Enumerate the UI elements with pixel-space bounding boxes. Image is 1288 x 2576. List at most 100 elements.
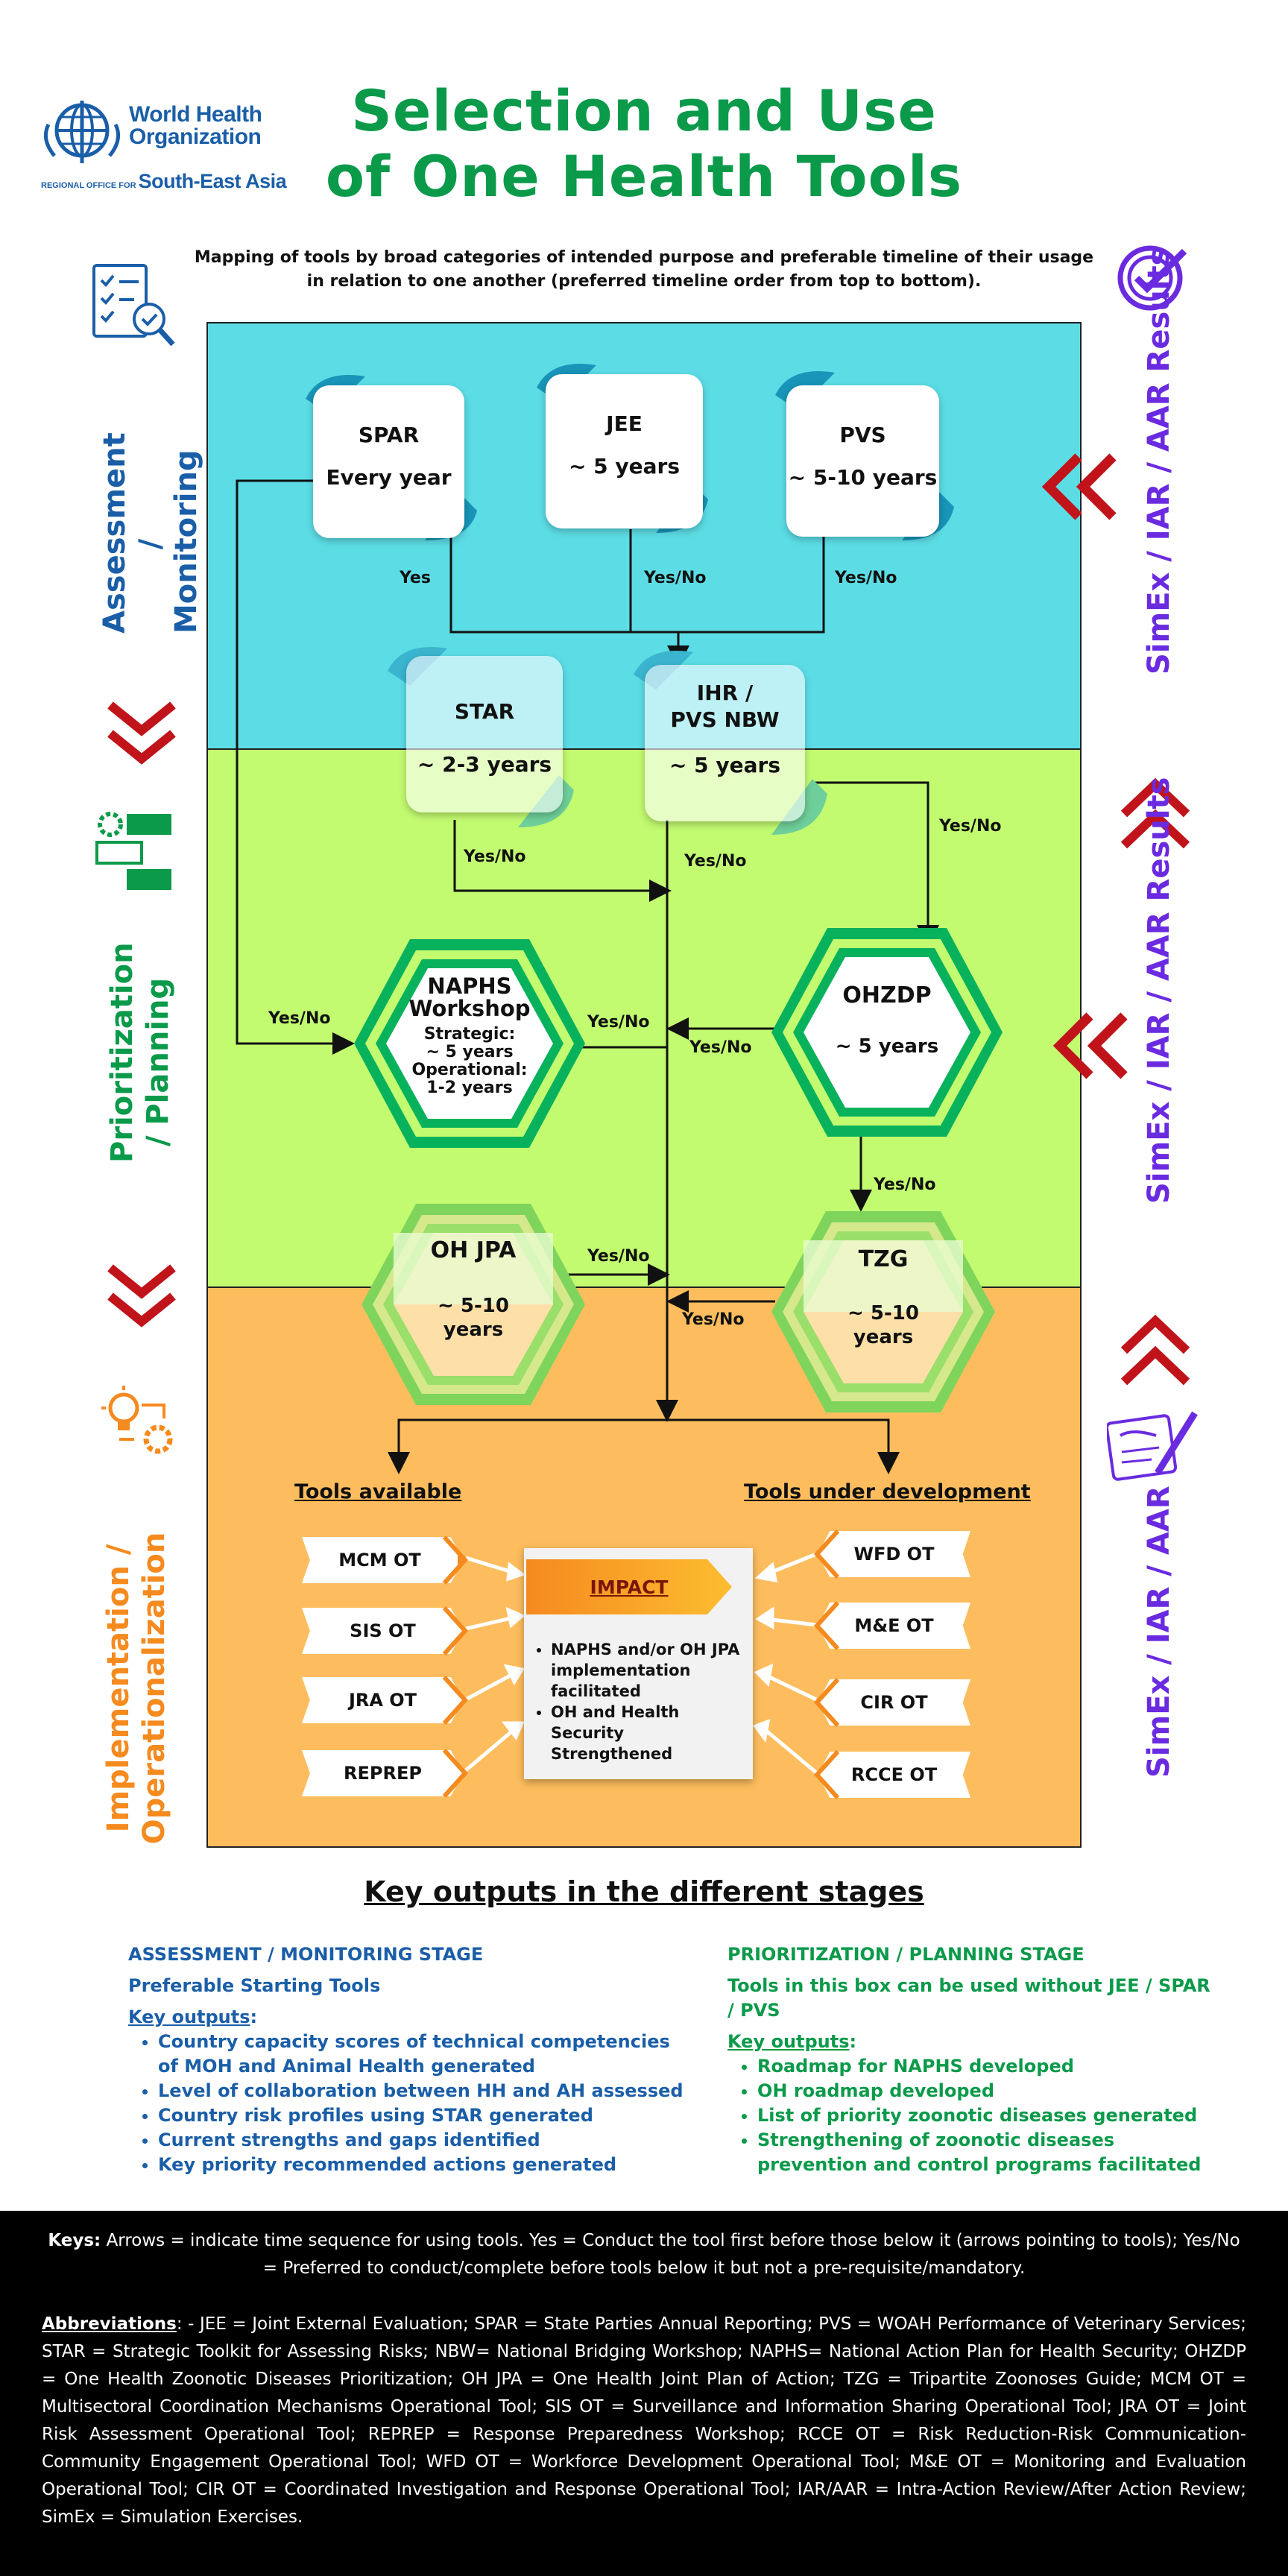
arrow-label-yesno: Yes/No [268, 1009, 331, 1028]
tool-name: JEE [606, 411, 643, 436]
tool-development-cir-ot: CIR OT [818, 1679, 970, 1726]
review-pen-icon [1107, 1411, 1198, 1481]
chevron-left-double-icon [1041, 453, 1117, 520]
tool-development-wfd-ot: WFD OT [818, 1531, 970, 1577]
who-region-big: South-East Asia [138, 170, 287, 192]
who-emblem-icon [43, 101, 121, 163]
impact-item: NAPHS and/or OH JPA implementation facil… [551, 1639, 742, 1702]
key-outputs-assessment: ASSESSMENT / MONITORING STAGE Preferable… [128, 1942, 695, 2177]
stage-name: ASSESSMENT / MONITORING STAGE [128, 1944, 484, 1965]
tool-timeline: ~ 5 years [568, 454, 681, 479]
steps-gears-icon [95, 812, 171, 890]
tool-star: STAR ~ 2-3 years [406, 656, 563, 812]
development-tab-accents [813, 1529, 840, 1800]
tool-available-sis-ot: SIS OT [302, 1608, 464, 1654]
naphs-hexagon [354, 939, 585, 1148]
list-item: Current strengths and gaps identified [158, 2128, 695, 2153]
arrow-label-yesno: Yes/No [644, 569, 707, 587]
impact-list: NAPHS and/or OH JPA implementation facil… [537, 1639, 742, 1764]
title-line2: of One Health Tools [325, 143, 963, 209]
key-outputs-label: Key outputs [128, 2007, 250, 2027]
who-name-line1: World Health [129, 102, 262, 127]
tool-available-mcm-ot: MCM OT [302, 1537, 464, 1583]
tool-timeline: ~ 2-3 years [417, 752, 552, 777]
chevron-up-double-icon [1120, 1314, 1190, 1386]
footer-abbreviations: Abbreviations: - JEE = Joint External Ev… [42, 2311, 1246, 2531]
checklist-icon [92, 264, 175, 347]
arrow-label-yesno: Yes/No [689, 1038, 752, 1057]
key-outputs-list: Roadmap for NAPHS developed OH roadmap d… [727, 2054, 1219, 2177]
tool-ihr-pvs-nbw: IHR /PVS NBW ~ 5 years [645, 665, 805, 821]
arrow-label-yes: Yes [400, 569, 431, 587]
footer-keys-abbreviations: Keys: Arrows = indicate time sequence fo… [0, 2211, 1288, 2576]
impact-item: OH and Health Security Strengthened [551, 1702, 742, 1764]
arrow-label-yesno: Yes/No [835, 569, 897, 587]
tool-tzg: TZG ~ 5-10 years [847, 1246, 919, 1348]
chevron-left-double-icon [1052, 1012, 1128, 1079]
tool-development-me-ot: M&E OT [818, 1603, 970, 1649]
footer-keys: Keys: Arrows = indicate time sequence fo… [42, 2227, 1246, 2282]
list-item: Roadmap for NAPHS developed [757, 2054, 1219, 2079]
stage-sub: Tools in this box can be used without JE… [727, 1975, 1210, 2021]
tool-ohzdp: OHZDP ~ 5 years [835, 982, 939, 1058]
tool-jee: JEE ~ 5 years [546, 374, 703, 528]
tzg-hexagon [771, 1211, 995, 1412]
keys-text: Arrows = indicate time sequence for usin… [106, 2231, 1240, 2278]
tool-spar: SPAR Every year [313, 385, 464, 538]
arrow-label-yesno: Yes/No [684, 852, 747, 871]
key-outputs-list: Country capacity scores of technical com… [128, 2030, 695, 2177]
arrow-label-yesno: Yes/No [587, 1247, 650, 1266]
ohzdp-hexagon [771, 928, 1003, 1137]
list-item: Country capacity scores of technical com… [158, 2030, 695, 2079]
lightbulb-gear-icon [101, 1386, 173, 1454]
list-item: Level of collaboration between HH and AH… [158, 2079, 695, 2103]
tool-timeline: ~ 5-10 years [788, 465, 938, 490]
list-item: Country risk profiles using STAR generat… [158, 2103, 695, 2128]
tool-name: PVS [839, 423, 886, 447]
key-outputs-label: Key outputs [727, 2031, 850, 2052]
arrow-label-yesno: Yes/No [587, 1013, 650, 1032]
tool-pvs: PVS ~ 5-10 years [786, 385, 939, 537]
arrow-label-yesno: Yes/No [874, 1175, 936, 1194]
key-outputs-prioritization: PRIORITIZATION / PLANNING STAGE Tools in… [727, 1942, 1219, 2177]
tool-name: STAR [454, 699, 515, 724]
impact-box: IMPACT NAPHS and/or OH JPA implementatio… [524, 1548, 753, 1779]
tool-timeline: ~ 5 years [669, 753, 781, 777]
list-item: Key priority recommended actions generat… [158, 2153, 695, 2177]
impact-title: IMPACT [590, 1576, 669, 1598]
tool-available-jra-ot: JRA OT [302, 1677, 464, 1723]
tools-available-title: Tools available [294, 1480, 462, 1503]
stage-sub: Preferable Starting Tools [128, 1975, 381, 1996]
arrow-label-yesno: Yes/No [939, 817, 1002, 836]
list-item: OH roadmap developed [757, 2079, 1219, 2103]
tool-naphs: NAPHS Workshop Strategic: ~ 5 years Oper… [408, 973, 531, 1097]
title-line1: Selection and Use [351, 78, 937, 144]
tool-development-rcce-ot: RCCE OT [818, 1752, 970, 1798]
who-name-line2: Organization [129, 124, 262, 149]
arrow-label-yesno: Yes/No [464, 847, 526, 866]
list-item: List of priority zoonotic diseases gener… [757, 2103, 1219, 2128]
abbreviations-text: : - JEE = Joint External Evaluation; SPA… [42, 2314, 1246, 2527]
keys-label: Keys: [48, 2231, 101, 2250]
tool-timeline: Every year [326, 465, 452, 490]
chevron-down-double-icon [107, 701, 176, 765]
available-tab-accents [442, 1535, 469, 1799]
ohjpa-hexagon [362, 1204, 585, 1405]
page-subtitle: Mapping of tools by broad categories of … [194, 248, 1094, 291]
stage-name: PRIORITIZATION / PLANNING STAGE [727, 1944, 1085, 1965]
checkmark-circle-icon [1117, 245, 1187, 311]
who-region-small: REGIONAL OFFICE FOR [41, 181, 136, 190]
tool-available-reprep: REPREP [302, 1750, 464, 1796]
chevron-up-double-icon [1120, 777, 1190, 849]
arrow-label-yesno: Yes/No [682, 1310, 745, 1329]
tool-name: IHR /PVS NBW [670, 681, 780, 732]
key-outputs-heading: Key outputs in the different stages [364, 1875, 924, 1908]
impact-banner: IMPACT [526, 1559, 732, 1614]
list-item: Strengthening of zoonotic diseases preve… [757, 2128, 1219, 2177]
abbreviations-label: Abbreviations [42, 2314, 177, 2334]
tools-development-title: Tools under development [744, 1480, 1031, 1503]
chevron-down-double-icon [107, 1264, 176, 1328]
tool-oh-jpa: OH JPA ~ 5-10 years [430, 1237, 517, 1341]
